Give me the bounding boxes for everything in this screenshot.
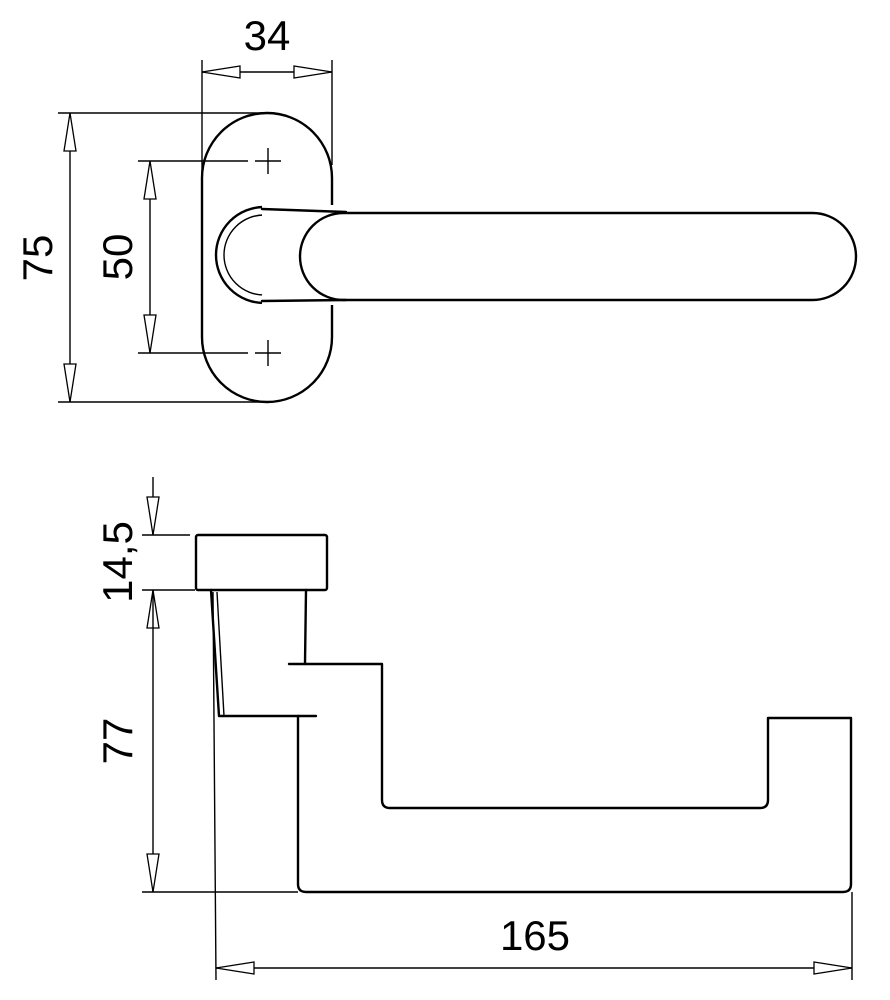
rose-side xyxy=(194,533,329,592)
arrowhead xyxy=(63,112,77,152)
lever-side xyxy=(287,662,853,894)
dimension-label-height: 75 xyxy=(14,235,61,282)
dimension-lever-length: 165 xyxy=(212,591,853,981)
dimension-label-hole-spacing: 50 xyxy=(94,234,141,281)
dimension-label-lever-height: 77 xyxy=(94,718,141,765)
dimension-label-width: 34 xyxy=(244,12,291,59)
dimension-rose-height: 14,5 xyxy=(94,477,195,629)
screw-mark-top xyxy=(255,148,281,174)
arrowhead xyxy=(146,496,160,536)
arrowhead xyxy=(293,65,333,79)
arrowhead xyxy=(215,961,255,975)
dimension-height: 75 xyxy=(14,112,267,403)
lever-arm xyxy=(298,211,858,302)
arrowhead xyxy=(201,65,241,79)
neck-side xyxy=(209,588,318,718)
dimension-label-rose-height: 14,5 xyxy=(94,521,141,603)
dimension-hole-spacing: 50 xyxy=(94,160,248,354)
top-view: 34 75 50 xyxy=(14,12,858,404)
dimension-width: 34 xyxy=(201,12,333,180)
arrowhead xyxy=(143,314,157,354)
side-view: 14,5 77 165 xyxy=(94,477,853,981)
arrowhead xyxy=(813,961,853,975)
arrowhead xyxy=(63,363,77,403)
dimension-label-lever-length: 165 xyxy=(500,912,570,959)
arrowhead xyxy=(146,853,160,893)
dimension-lever-height: 77 xyxy=(94,590,298,893)
screw-mark-bottom xyxy=(255,340,281,366)
arrowhead xyxy=(143,160,157,200)
